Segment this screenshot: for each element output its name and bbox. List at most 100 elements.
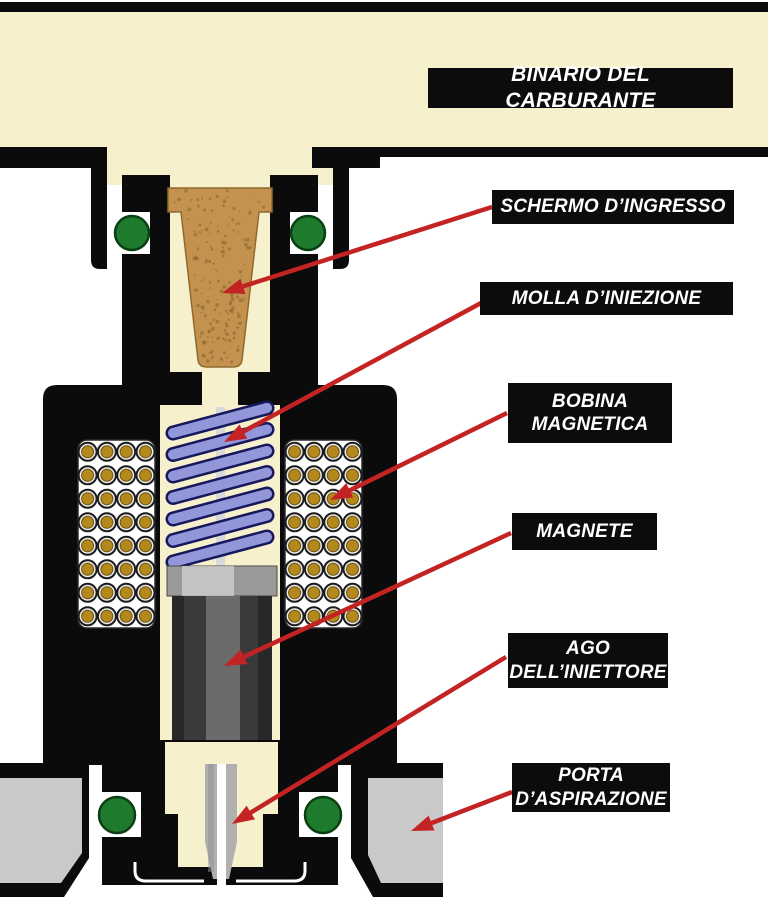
coil-wire-core [81,586,95,600]
coil-wire-core [119,515,133,529]
speckle [209,287,212,290]
port-wall-right-face [368,778,443,883]
speckle [190,198,193,201]
speckle [236,326,240,329]
coil-wire-core [81,539,95,553]
speckle [243,263,246,266]
speckle [209,322,213,326]
speckle [229,301,233,304]
speckle [237,222,241,225]
speckle [224,324,229,328]
coil-wire-core [307,539,321,553]
coil-wire-core [326,515,340,529]
speckle [229,308,233,313]
speckle [216,224,219,227]
speckle [230,360,234,364]
speckle [232,206,236,211]
speckle [200,331,204,335]
coil-winding-left [77,439,156,629]
coil-wire-core [288,562,302,576]
pointer-arrows [222,204,513,831]
speckle [243,238,246,242]
pointer-arrow [222,204,493,294]
speckle [249,197,252,199]
speckle [226,332,229,335]
injector-neck-left [122,175,170,387]
speckle [232,229,235,232]
speckle [216,270,218,272]
speckle [257,200,260,203]
label-injector-needle: AGO DELL’INIETTORE [508,633,668,688]
speckle [211,336,213,338]
speckle [219,357,223,361]
spring-coil [168,489,272,524]
arrow-line [230,204,493,293]
coil-wire-core [288,515,302,529]
speckle [210,349,214,353]
speckle [200,306,203,309]
speckle [215,298,218,301]
nozzle-seam-left [133,862,204,883]
coil-wire-core [288,609,302,623]
arrow-head [411,815,435,831]
pointer-arrow [330,410,508,500]
speckle [193,230,196,233]
speckle [193,232,198,237]
arrow-line [232,530,512,664]
filter-outlet-slot [202,372,238,410]
speckle [201,305,205,309]
speckle [200,292,203,295]
coil-wire-core [288,445,302,459]
coil-wire-core [139,492,152,506]
coil-wire-core [100,492,114,506]
coil-wire-core [100,515,114,529]
speckle [225,356,228,359]
spring-coil [168,403,272,438]
coil-wire-core [346,445,359,459]
speckle [221,246,225,249]
speckle [226,189,229,192]
speckle [215,303,220,307]
coil-wire-core [100,609,114,623]
speckle [235,295,240,299]
injector-needle [205,764,237,905]
speckle [202,340,206,344]
coil-wire-core [288,492,302,506]
speckle [216,230,220,233]
speckle [198,223,202,227]
coil-wire-core [307,562,321,576]
speckle [237,314,242,319]
coil-wire-core [288,586,302,600]
magnet-cylinder-highlight [206,596,240,749]
spring-coil [168,467,272,503]
speckle [223,328,227,332]
speckle [235,348,240,353]
coil-wire-core [326,468,340,482]
injection-spring [165,400,275,570]
arrow-head [222,278,246,294]
speckle [220,250,223,253]
arrow-head [224,649,248,666]
speckle [208,281,212,284]
coil-wire-core [81,492,95,506]
speckle [197,205,200,208]
coil-wire-core [346,539,359,553]
coil-wire-core [81,515,95,529]
speckle [212,318,215,322]
speckle [226,196,229,199]
speckle [228,339,232,343]
speckle [206,299,210,304]
speckle [228,301,232,306]
arrow-line [337,410,508,498]
speckle [215,194,219,198]
speckle [222,254,225,258]
speckle [241,238,243,240]
speckle [199,335,202,338]
speckle [235,222,238,225]
speckle [220,312,222,315]
speckle [240,275,243,277]
coil-wire-core [326,539,340,553]
coil-wire-core [81,609,95,623]
coil-wire-core [307,492,321,506]
